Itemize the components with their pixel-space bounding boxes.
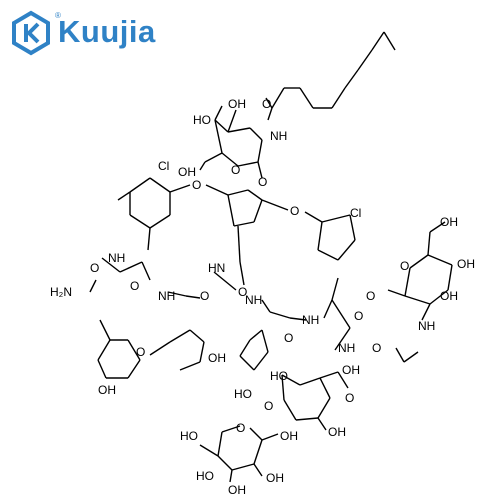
atom-oh-6: OH	[98, 383, 116, 397]
atom-oh-5: OH	[440, 289, 458, 303]
atom-nh-5: NH	[245, 293, 262, 307]
atom-oh-7: OH	[208, 351, 226, 365]
atom-h2n: H₂N	[50, 285, 72, 299]
atom-o-c5: O	[238, 285, 247, 299]
atom-o-link-d: O	[366, 289, 375, 303]
atom-o-link-b: O	[192, 178, 201, 192]
brand-name: Kuujia	[58, 14, 156, 49]
atom-o-link-a: O	[258, 175, 267, 189]
lower-rings	[239, 329, 349, 431]
atom-o-c2: O	[372, 341, 381, 355]
atom-o-ring-c: O	[236, 421, 245, 435]
atom-o-link-e: O	[136, 345, 145, 359]
atom-o-c4: O	[200, 289, 209, 303]
atom-nh-2: NH	[418, 319, 435, 333]
atom-oh-3: OH	[440, 215, 458, 229]
atom-o-ring-b: O	[400, 259, 409, 273]
atom-o-c1: O	[262, 97, 271, 111]
atom-nh-3: NH	[108, 251, 125, 265]
atom-oh-9: OH	[328, 425, 346, 439]
atom-oh-4: OH	[457, 257, 475, 271]
atom-ho-1: HO	[193, 113, 211, 127]
atom-o-ring-a: O	[231, 163, 240, 177]
kuujia-logo: ® Kuujia	[8, 10, 168, 56]
sugar-right	[387, 221, 453, 363]
atom-o-link-f: O	[264, 399, 273, 413]
atom-nh-7: NH	[338, 341, 355, 355]
atom-nh-1: NH	[270, 129, 287, 143]
macrocycle	[89, 257, 351, 379]
atom-o-c7: O	[354, 309, 363, 323]
core-rings	[117, 177, 356, 286]
atom-cl-right: Cl	[350, 206, 361, 220]
atom-oh-12: OH	[228, 483, 246, 497]
atom-oh-10: OH	[280, 429, 298, 443]
acyl-chain	[265, 31, 396, 121]
atom-nh-4: NH	[158, 289, 175, 303]
atom-o-c9: O	[345, 391, 354, 405]
atom-o-c8: O	[90, 261, 99, 275]
atom-o-c3: O	[130, 279, 139, 293]
atom-ho-2: HO	[234, 387, 252, 401]
atom-oh-2: OH	[178, 165, 196, 179]
atom-hn-1: HN	[208, 261, 225, 275]
k-hexagon-logo-icon	[12, 10, 50, 56]
sugar-bottom	[199, 425, 279, 483]
atom-nh-6: NH	[302, 313, 319, 327]
atom-ho-5: HO	[196, 469, 214, 483]
atom-oh-11: OH	[266, 471, 284, 485]
sugar-top	[199, 105, 263, 179]
atom-cl-left: Cl	[158, 159, 169, 173]
atom-ho-3: HO	[270, 369, 288, 383]
atom-ho-4: HO	[180, 429, 198, 443]
atom-oh-1: OH	[228, 97, 246, 111]
registered-mark: ®	[55, 11, 61, 20]
atom-o-c6: O	[284, 331, 293, 345]
atom-oh-8: OH	[342, 363, 360, 377]
atom-o-link-c: O	[290, 204, 299, 218]
